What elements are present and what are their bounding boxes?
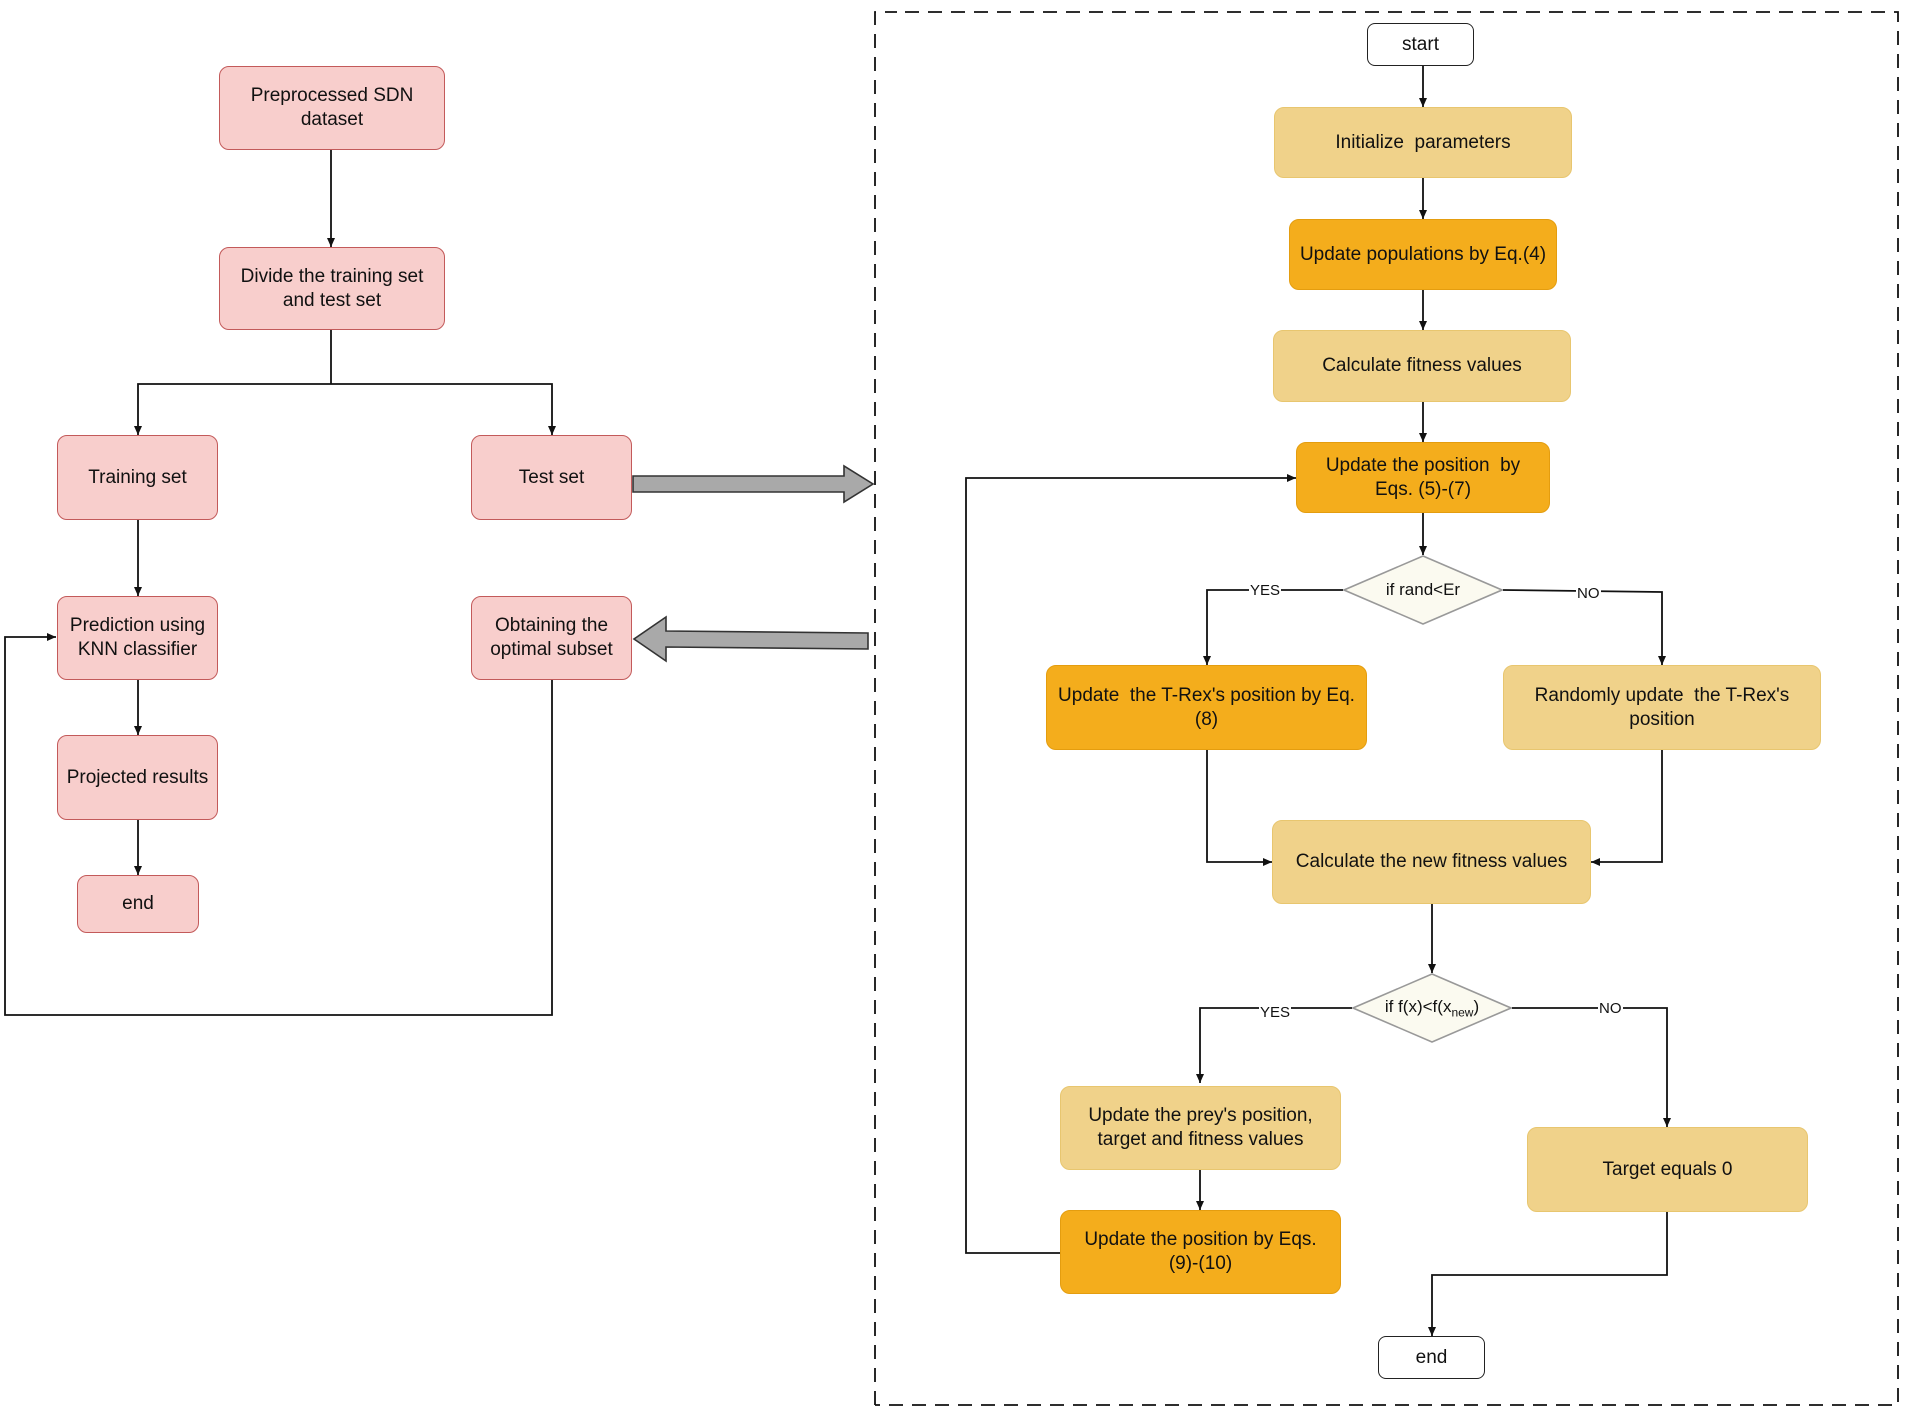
update-position-label: Update the position by Eqs. (5)-(7) [1325,454,1526,500]
edge-decision1-no [1502,589,1666,665]
calc-fitness-label: Calculate fitness values [1322,355,1522,377]
decision-fx-main: if f(x)<f(x [1384,996,1452,1016]
edge-trex-calcnew [1206,750,1272,866]
edge-decision1-yes [1203,589,1343,665]
test-set-box: Test set [471,435,632,520]
projected-results-box: Projected results [57,735,218,820]
decision2-yes-label: YES [1259,1004,1292,1021]
preprocessed-dataset-box: Preprocessed SDN dataset [219,66,445,150]
calc-fitness-box: Calculate fitness values [1273,330,1571,402]
dashed-frame [874,11,1899,1406]
decision-fx: if f(x)<f(xnew) [1352,973,1512,1043]
decision1-yes-label: YES [1249,582,1282,599]
edge-update9-loop [965,474,1296,1254]
calc-new-fitness-label: Calculate the new fitness values [1295,851,1568,873]
calc-new-fitness-box: Calculate the new fitness values [1272,820,1591,904]
update-trex-box: Update the T-Rex's position by Eq. (8) [1046,665,1367,750]
training-set-box: Training set [57,435,218,520]
test-set-label: Test set [518,466,585,488]
obtaining-subset-box: Obtaining the optimal subset [471,596,632,680]
update-prey-label: Update the prey's position, target and f… [1088,1105,1313,1150]
update-populations-box: Update populations by Eq.(4) [1289,219,1557,290]
random-update-label: Randomly update the T-Rex's position [1534,684,1795,730]
target-zero-label: Target equals 0 [1602,1158,1733,1180]
start-label: start [1402,33,1439,55]
decision-fx-end: ) [1473,996,1480,1016]
prediction-knn-box: Prediction using KNN classifier [57,596,218,680]
update-position-box: Update the position by Eqs. (5)-(7) [1296,442,1550,513]
init-params-label: Initialize parameters [1335,131,1511,153]
update-populations-label: Update populations by Eq.(4) [1299,243,1547,265]
edge-decision2-yes [1196,1007,1352,1083]
decision-fx-label: if f(x)<f(xnew) [1385,997,1479,1019]
edge-split-test [331,383,556,435]
obtaining-subset-label: Obtaining the optimal subset [490,615,613,660]
left-end-box: end [77,875,199,933]
left-end-label: end [122,893,154,915]
init-params-box: Initialize parameters [1274,107,1572,178]
preprocessed-dataset-label: Preprocessed SDN dataset [250,85,414,130]
start-box: start [1367,23,1474,66]
update-position-9-label: Update the position by Eqs. (9)-(10) [1084,1229,1317,1274]
decision2-no-label: NO [1598,1000,1623,1017]
decision1-no-label: NO [1576,585,1601,602]
edge-split-training [134,383,331,435]
update-prey-box: Update the prey's position, target and f… [1060,1086,1341,1170]
prediction-knn-label: Prediction using KNN classifier [69,615,206,660]
update-position-9-box: Update the position by Eqs. (9)-(10) [1060,1210,1341,1294]
projected-results-label: Projected results [66,766,209,788]
training-set-label: Training set [88,466,187,488]
divide-sets-label: Divide the training set and test set [240,265,424,311]
edge-random-calcnew [1591,750,1663,866]
decision-rand-er-label: if rand<Er [1385,580,1461,599]
edge-obtaining-loop [4,633,553,1016]
divide-sets-box: Divide the training set and test set [219,247,445,330]
decision-rand-er: if rand<Er [1343,555,1503,625]
edge-decision2-no [1512,1007,1671,1127]
edge-target-end [1428,1212,1668,1336]
decision-fx-sub: new [1451,1005,1474,1020]
block-arrow-left [632,615,869,663]
block-arrow-right [632,464,875,504]
target-zero-box: Target equals 0 [1527,1127,1808,1212]
decision-fx-shape [1352,973,1512,1043]
random-update-box: Randomly update the T-Rex's position [1503,665,1821,750]
update-trex-label: Update the T-Rex's position by Eq. (8) [1058,684,1361,730]
decision-rand-er-shape [1343,555,1503,625]
right-end-box: end [1378,1336,1485,1379]
right-end-label: end [1415,1346,1448,1368]
